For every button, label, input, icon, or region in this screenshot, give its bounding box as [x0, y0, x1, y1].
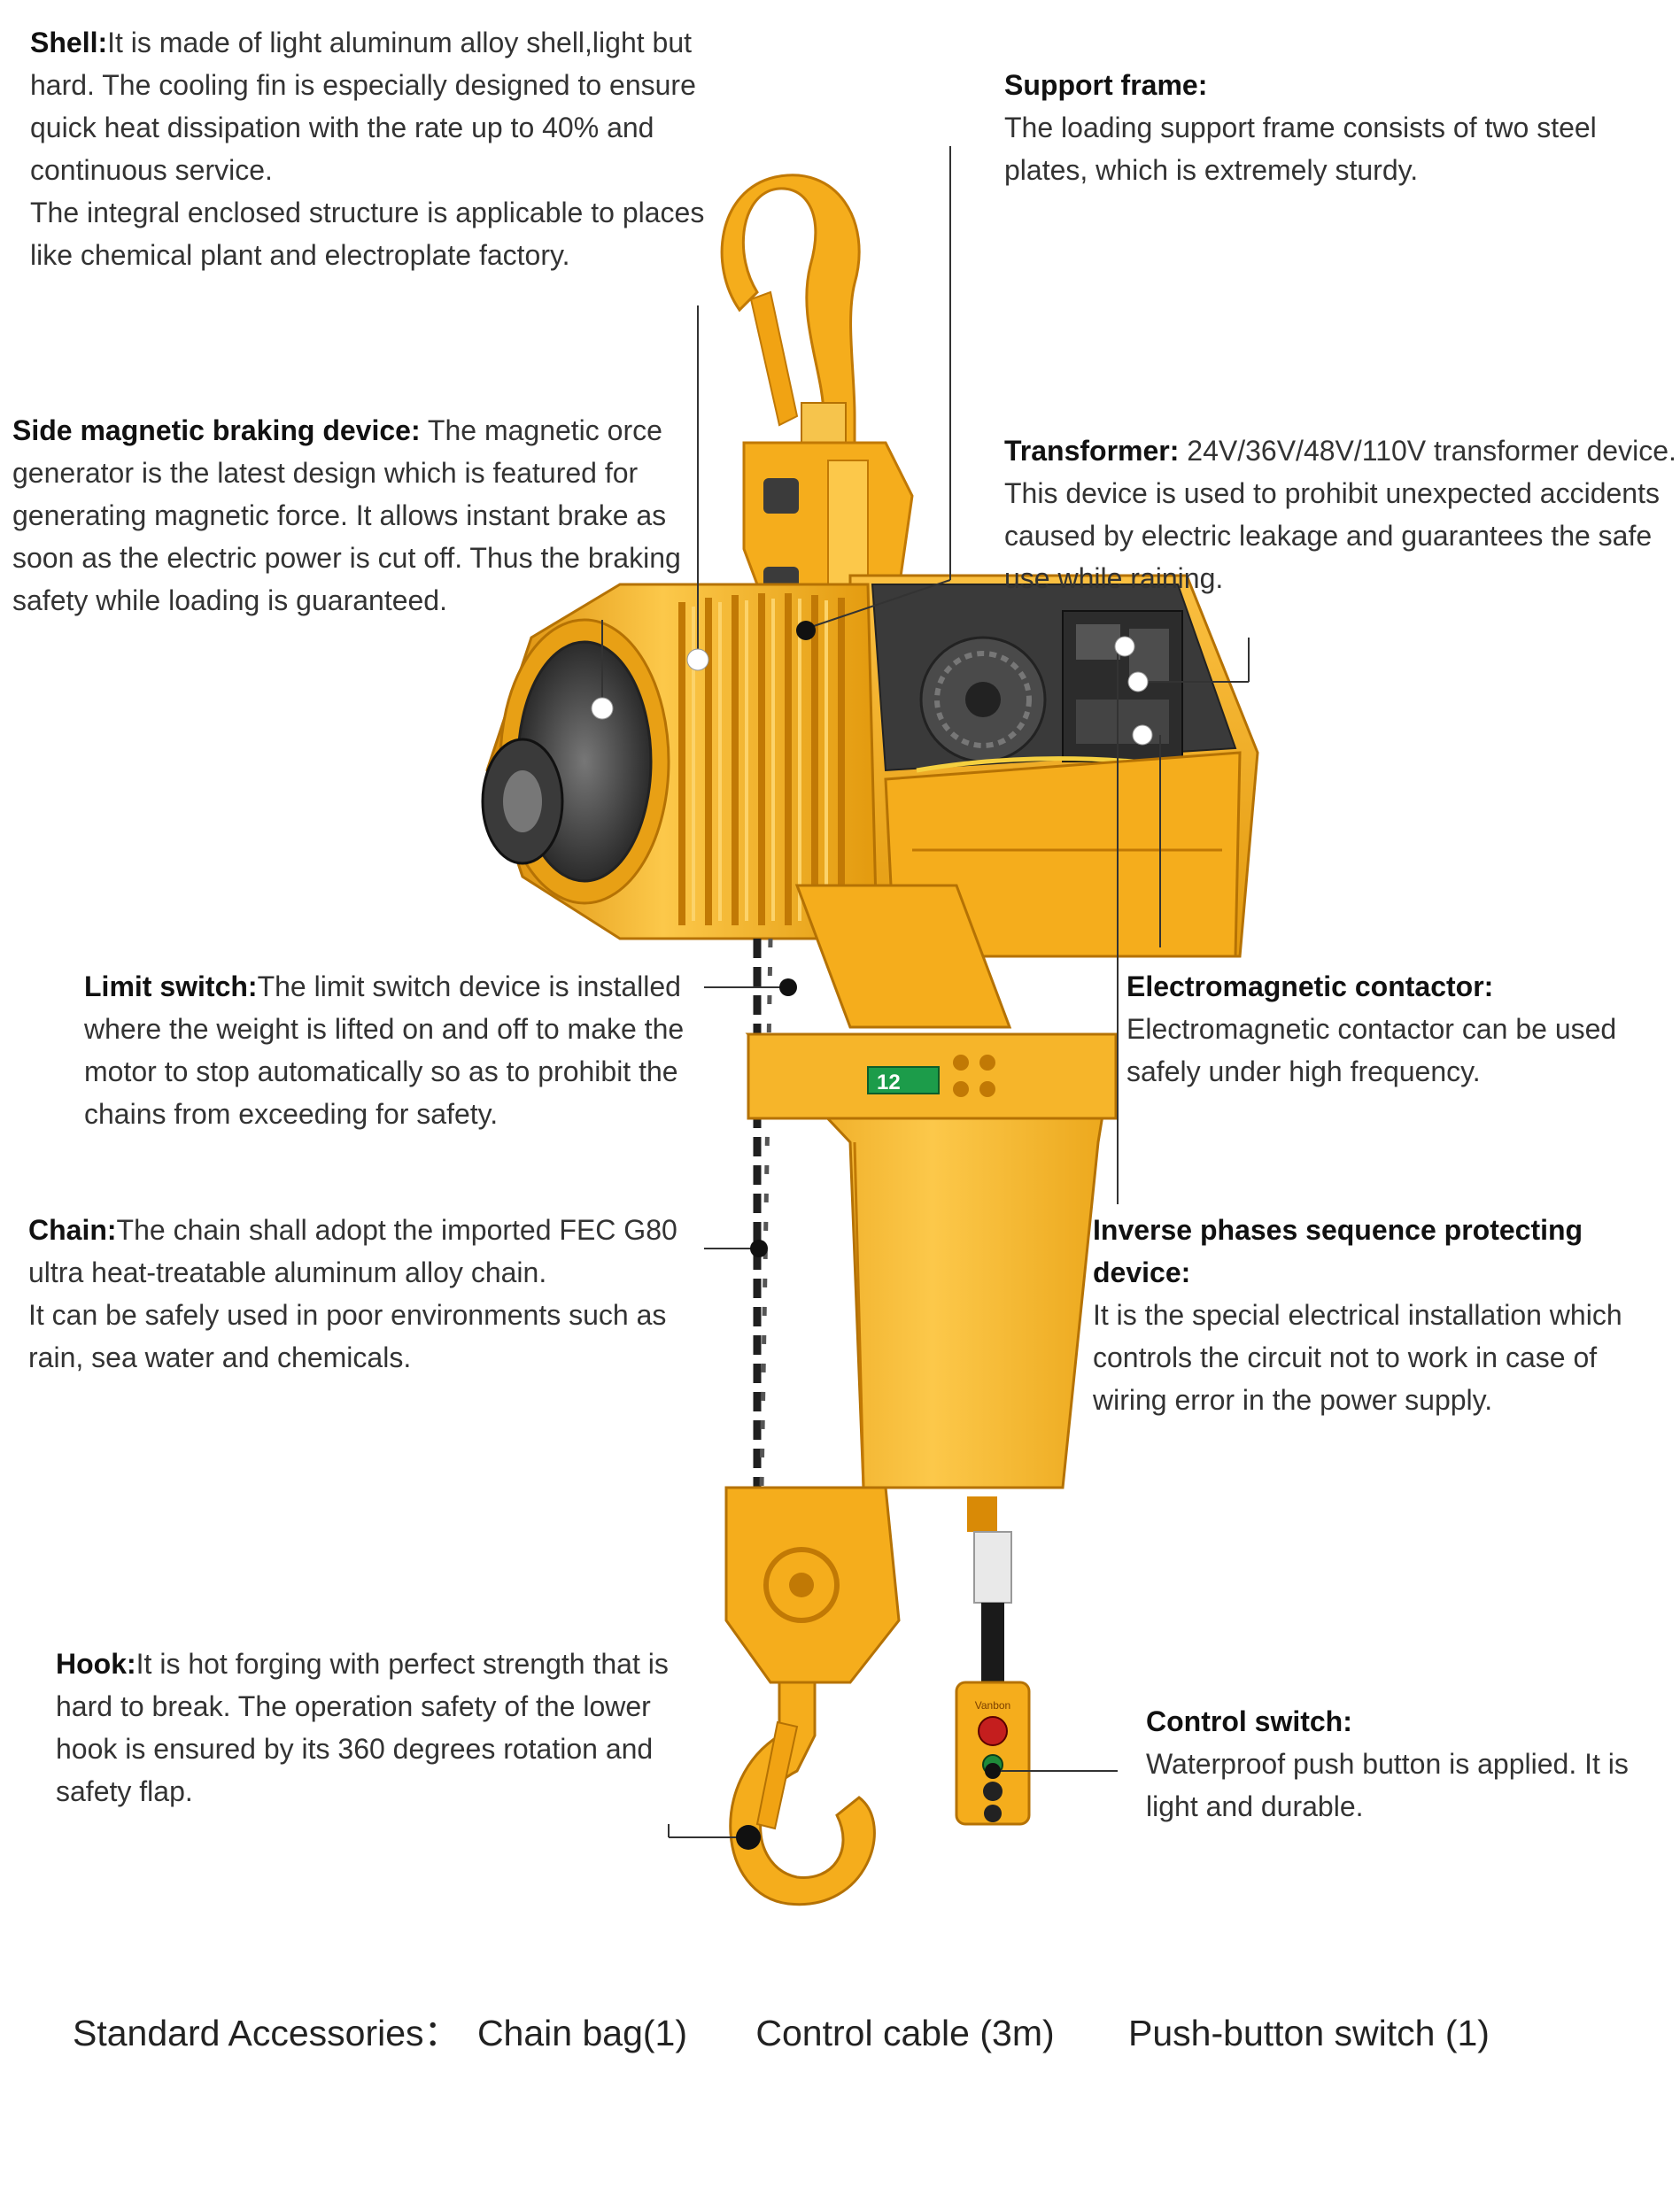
callout-limit-switch-text: The limit switch device is installed whe… — [84, 970, 685, 1130]
accessory-chain-bag: Chain bag(1) — [476, 2013, 687, 2053]
lower-hook — [724, 1486, 901, 1906]
gearbox-housing — [848, 574, 1259, 958]
marker-hook — [736, 1825, 761, 1850]
callout-support-frame: Support frame: The loading support frame… — [1004, 64, 1642, 191]
accessory-push-button-switch: Push-button switch (1) — [1128, 2013, 1490, 2053]
callout-limit-switch: Limit switch:The limit switch device is … — [84, 965, 704, 1135]
marker-dots — [591, 621, 1153, 1850]
callout-control-switch-text: Waterproof push button is applied. It is… — [1146, 1748, 1629, 1822]
marker-control-switch — [985, 1763, 1001, 1779]
callout-chain-text: The chain shall adopt the imported FEC G… — [28, 1214, 677, 1288]
top-hook — [720, 174, 861, 466]
leader-lines — [601, 146, 1250, 1838]
callout-support-frame-title: Support frame: — [1004, 69, 1208, 101]
callout-inverse-phase: Inverse phases sequence protecting devic… — [1093, 1209, 1677, 1421]
callout-contactor-title: Electromagnetic contactor: — [1126, 970, 1494, 1002]
chain-bag: 12 — [745, 1032, 1118, 1489]
slack-chain — [753, 938, 773, 1488]
callout-hook-title: Hook: — [56, 1648, 136, 1680]
pendant-brand: Vanbon — [975, 1699, 1010, 1712]
callout-control-switch-title: Control switch: — [1146, 1705, 1352, 1737]
accessory-control-cable: Control cable (3m) — [755, 2013, 1055, 2053]
callout-chain-text2: It can be safely used in poor environmen… — [28, 1299, 667, 1373]
callout-shell-text2: The integral enclosed structure is appli… — [30, 197, 705, 271]
callout-transformer-text: 24V/36V/48V/110V transformer device. Thi… — [1004, 435, 1676, 594]
callout-limit-switch-title: Limit switch: — [84, 970, 258, 1002]
callout-shell-title: Shell: — [30, 27, 108, 58]
accessories-label: Standard Accessories： — [73, 2013, 461, 2053]
control-pendant: Vanbon — [955, 1496, 1031, 1826]
marker-support-frame — [796, 621, 816, 640]
marker-transformer — [1114, 636, 1135, 657]
callout-shell-text: It is made of light aluminum alloy shell… — [30, 27, 696, 186]
callout-shell: Shell:It is made of light aluminum alloy… — [30, 21, 730, 276]
callout-inverse-phase-text: It is the special electrical installatio… — [1093, 1299, 1622, 1416]
callout-side-brake-title: Side magnetic braking device: — [12, 414, 421, 446]
callout-side-brake-text: The magnetic orce generator is the lates… — [12, 414, 681, 616]
bag-tag: 12 — [877, 1071, 901, 1094]
marker-chain — [750, 1240, 768, 1257]
standard-accessories: Standard Accessories： Chain bag(1) Contr… — [73, 2003, 1490, 2056]
side-brake-disc — [481, 618, 670, 905]
callout-side-brake: Side magnetic braking device: The magnet… — [12, 409, 703, 622]
callout-transformer-title: Transformer: — [1004, 435, 1180, 467]
callout-chain-title: Chain: — [28, 1214, 117, 1246]
marker-contactor — [1127, 671, 1149, 692]
marker-shell — [686, 648, 709, 671]
callout-support-frame-text: The loading support frame consists of tw… — [1004, 112, 1597, 186]
callout-transformer: Transformer: 24V/36V/48V/110V transforme… — [1004, 429, 1677, 599]
callout-control-switch: Control switch: Waterproof push button i… — [1146, 1700, 1642, 1828]
center-hanger — [794, 884, 1012, 1029]
callout-hook: Hook:It is hot forging with perfect stre… — [56, 1643, 693, 1813]
marker-side-brake — [591, 697, 614, 720]
callout-contactor-text: Electromagnetic contactor can be used sa… — [1126, 1013, 1617, 1087]
callout-chain: Chain:The chain shall adopt the imported… — [28, 1209, 701, 1379]
callout-contactor: Electromagnetic contactor: Electromagnet… — [1126, 965, 1667, 1093]
callout-inverse-phase-title: Inverse phases sequence protecting devic… — [1093, 1214, 1583, 1288]
callout-hook-text: It is hot forging with perfect strength … — [56, 1648, 669, 1807]
marker-limit-switch — [779, 978, 797, 996]
marker-inverse-phase — [1132, 724, 1153, 746]
